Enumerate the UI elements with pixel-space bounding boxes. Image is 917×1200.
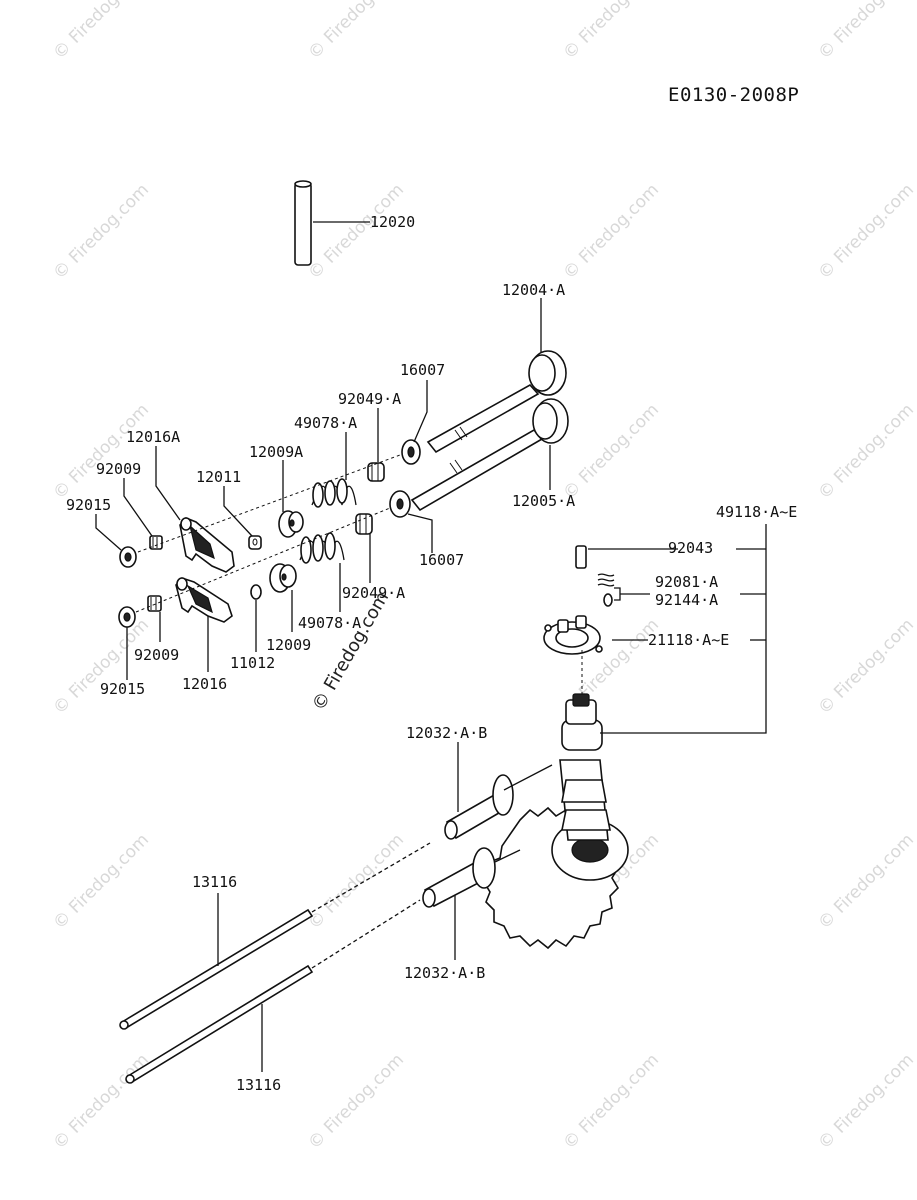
- label-12009: 12009: [266, 636, 311, 654]
- part-13116-pushrod-upper: [119, 908, 314, 1030]
- part-12011-nut: [248, 535, 262, 550]
- watermark: © Firedog.com: [304, 0, 408, 64]
- watermark: © Firedog.com: [49, 0, 153, 64]
- label-21118-a-e: 21118·A~E: [648, 631, 729, 649]
- watermark: © Firedog.com: [304, 180, 408, 284]
- axis-line: [137, 454, 401, 553]
- label-12009a: 12009A: [249, 443, 303, 461]
- label-49078-a-upper: 49078·A: [294, 414, 357, 432]
- part-92049-seal-upper: [367, 462, 385, 482]
- label-12032-a-b-upper: 12032·A·B: [406, 724, 487, 742]
- label-92049-a-lower: 92049·A: [342, 584, 405, 602]
- watermark: © Firedog.com: [304, 1050, 408, 1154]
- label-13116-lower: 13116: [236, 1076, 281, 1094]
- watermark: © Firedog.com: [559, 1050, 663, 1154]
- watermark: © Firedog.com: [49, 400, 153, 504]
- watermark: © Firedog.com: [814, 615, 917, 719]
- part-92081-spring: [597, 573, 615, 607]
- watermark: © Firedog.com: [49, 1050, 153, 1154]
- axis-line: [503, 764, 553, 791]
- watermark: © Firedog.com: [814, 180, 917, 284]
- watermark-center: © Firedog.com: [308, 588, 393, 714]
- part-12032-tappet-upper: [444, 774, 514, 840]
- part-12020-pin: [294, 180, 312, 266]
- label-12016a: 12016A: [126, 428, 180, 446]
- part-92049-seal-lower: [355, 513, 373, 535]
- leader-line: [407, 513, 433, 553]
- label-92043: 92043: [668, 539, 713, 557]
- label-12032-a-b-lower: 12032·A·B: [404, 964, 485, 982]
- part-12004-valve: [426, 350, 567, 454]
- label-92144-a: 92144·A: [655, 591, 718, 609]
- axis-line: [311, 899, 421, 969]
- part-12016a-rocker-arm: [179, 517, 235, 573]
- leader-line: [614, 587, 621, 601]
- leader-line: [95, 514, 122, 551]
- part-12009-washer: [269, 563, 297, 593]
- part-12009a-washer: [278, 510, 304, 538]
- label-12016: 12016: [182, 675, 227, 693]
- label-12011: 12011: [196, 468, 241, 486]
- watermark: © Firedog.com: [49, 180, 153, 284]
- label-92081-a: 92081·A: [655, 573, 718, 591]
- label-12005-a: 12005·A: [512, 492, 575, 510]
- diagram-code: E0130-2008P: [668, 84, 799, 106]
- label-49078-a-lower: 49078·A: [298, 614, 361, 632]
- axis-line: [135, 507, 391, 613]
- leader-line: [155, 446, 181, 521]
- part-92043-pin: [575, 545, 587, 569]
- watermark: © Firedog.com: [49, 830, 153, 934]
- part-92015-nut-upper: [119, 546, 137, 568]
- part-camshaft-assembly: [482, 693, 629, 950]
- leader-line: [413, 380, 428, 443]
- label-11012: 11012: [230, 654, 275, 672]
- part-12032-tappet-lower: [422, 847, 496, 908]
- part-16007-retainer-upper: [401, 439, 421, 465]
- label-49118-a-e: 49118·A~E: [716, 503, 797, 521]
- part-49078-spring-lower: [299, 532, 345, 564]
- label-92015-upper: 92015: [66, 496, 111, 514]
- label-12004-a: 12004·A: [502, 281, 565, 299]
- label-92049-a-upper: 92049·A: [338, 390, 401, 408]
- part-92009-adjuster-lower: [147, 595, 162, 612]
- watermark: © Firedog.com: [559, 400, 663, 504]
- watermark: © Firedog.com: [814, 1050, 917, 1154]
- watermark: © Firedog.com: [559, 180, 663, 284]
- label-92009-lower: 92009: [134, 646, 179, 664]
- part-11012-clip: [250, 584, 262, 600]
- part-12005-valve: [410, 398, 569, 512]
- label-16007-lower: 16007: [419, 551, 464, 569]
- part-12016-rocker-arm: [175, 577, 233, 623]
- label-92015-lower: 92015: [100, 680, 145, 698]
- leader-line: [123, 478, 153, 537]
- label-16007-upper: 16007: [400, 361, 445, 379]
- watermark: © Firedog.com: [814, 0, 917, 64]
- part-13116-pushrod-lower: [125, 964, 314, 1084]
- axis-line: [311, 842, 431, 913]
- axis-line: [494, 849, 521, 863]
- watermark: © Firedog.com: [814, 830, 917, 934]
- watermark: © Firedog.com: [814, 400, 917, 504]
- label-12020: 12020: [370, 213, 415, 231]
- part-16007-retainer-lower: [389, 490, 411, 518]
- watermark: © Firedog.com: [49, 615, 153, 719]
- leader-line: [223, 486, 253, 537]
- part-49078-spring-upper: [311, 478, 357, 508]
- label-92009-upper: 92009: [96, 460, 141, 478]
- label-13116-upper: 13116: [192, 873, 237, 891]
- watermark: © Firedog.com: [559, 0, 663, 64]
- part-92015-nut-lower: [118, 606, 136, 628]
- part-21118-plate: [543, 615, 603, 655]
- part-92009-adjuster-upper: [149, 535, 163, 550]
